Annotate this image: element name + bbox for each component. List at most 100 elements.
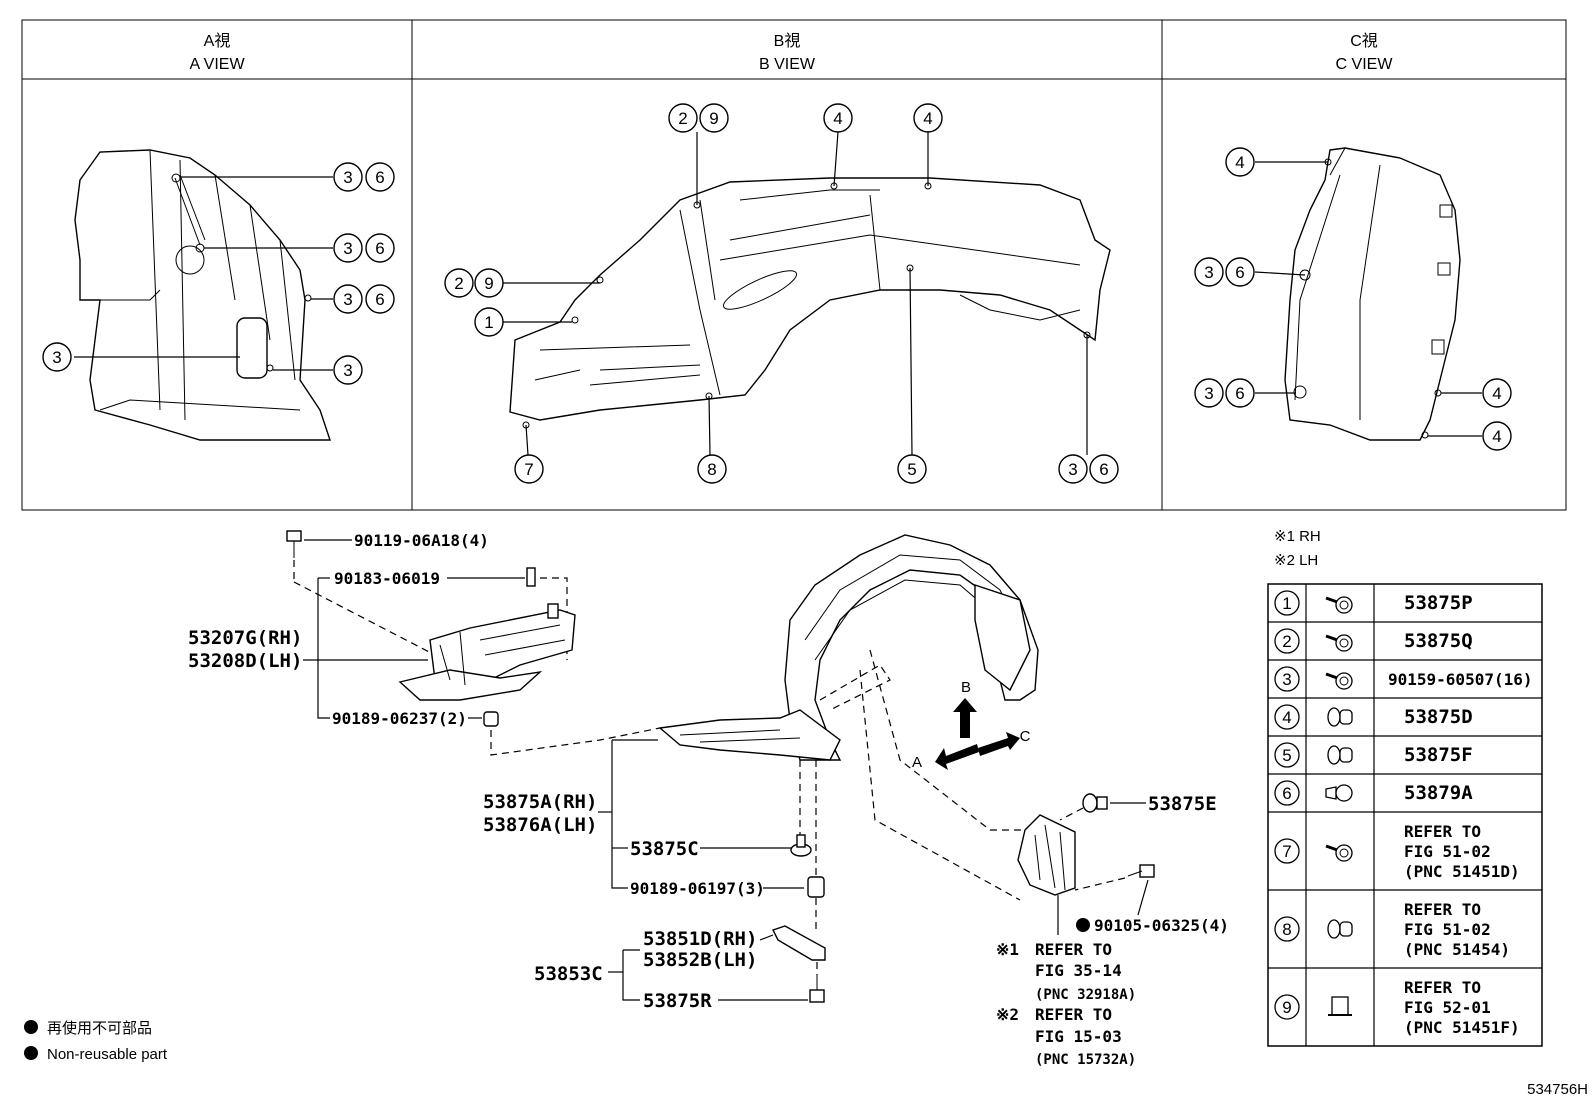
part-label: 90183-06019 [334,569,440,588]
ref-text: (PNC 32918A) [1035,987,1136,1003]
bracket-part [772,925,826,961]
part-label: 90105-06325(4) [1094,916,1229,935]
clip-icon [1327,707,1353,727]
c-view-en: C VIEW [1336,56,1394,73]
nut-clip-icon [1328,996,1352,1016]
splash-shield-part [1017,814,1076,896]
part-label: 53208D(LH) [188,650,302,672]
svg-text:3: 3 [1068,460,1077,479]
legend-num: 5 [1282,746,1291,765]
ref-mark: ※2 [996,1005,1019,1024]
clip-icon [1327,919,1353,939]
grommet-icon [807,876,825,898]
legend-code: 53875Q [1404,630,1473,652]
svg-text:4: 4 [923,109,932,128]
a-view-leaders [74,176,333,371]
b-view-drawing [509,177,1111,429]
callout-circle: 3 [1194,257,1224,287]
callout-circle: 2 [444,268,474,298]
svg-text:3: 3 [343,239,352,258]
c-view-jp: C視 [1350,32,1378,50]
callout-circle: 3 [1058,454,1088,484]
bolt-icon [286,530,302,558]
legend-code: 53875P [1404,592,1473,614]
legend-code: 53875D [1404,706,1473,728]
direction-arrows: B A C [912,679,1031,771]
ref-text: FIG 35-14 [1035,961,1122,980]
clip-icon [1082,793,1108,813]
legend-num-circle [1274,994,1300,1020]
part-labels: 90119-06A18(4) 90183-06019 53207G(RH) 53… [188,531,1229,1012]
exploded-view: B A C [286,530,1155,1003]
part-label: 90189-06197(3) [630,879,765,898]
svg-text:1: 1 [484,313,493,332]
legend-code: FIG 51-02 [1404,920,1491,939]
callout-circle: 3 [1194,378,1224,408]
clip-icon [526,567,536,587]
ref-text: REFER TO [1035,1005,1112,1024]
grommet-icon [483,711,499,727]
svg-text:3: 3 [343,168,352,187]
callout-circle: 2 [668,103,698,133]
part-label: 53851D(RH) [643,928,757,950]
legend-num: 7 [1282,842,1291,861]
svg-text:2: 2 [678,109,687,128]
legend-code: REFER TO [1404,978,1481,997]
callout-circle: 6 [365,284,395,314]
callout-circle: 4 [1225,147,1255,177]
air-duct-part [398,603,576,701]
svg-text:9: 9 [709,109,718,128]
legend-border [1267,583,1543,1047]
legend-code: FIG 51-02 [1404,842,1491,861]
refer-notes: ※1 REFER TO FIG 35-14 (PNC 32918A) ※2 RE… [996,940,1136,1068]
bullet-icon [24,1046,38,1060]
bolt-icon [1127,864,1155,878]
part-label: 90189-06237(2) [332,709,467,728]
callout-circle: 6 [365,162,395,192]
legend-num-circle [1274,704,1300,730]
legend-num: 4 [1282,708,1291,727]
non-reusable-en: Non-reusable part [47,1046,168,1063]
svg-text:3: 3 [343,290,352,309]
dir-c-label: C [1020,728,1031,745]
legend-row: 4 53875D [1268,697,1542,730]
svg-text:6: 6 [375,168,384,187]
svg-text:9: 9 [484,274,493,293]
legend-code: (PNC 51451F) [1404,1018,1520,1037]
callout-circle: 5 [897,454,927,484]
legend-num-circle [1274,838,1300,864]
svg-text:4: 4 [1492,427,1501,446]
fender-liner-part [658,534,1039,761]
legend-num-circle [1274,628,1300,654]
svg-text:5: 5 [907,460,916,479]
svg-text:6: 6 [1235,263,1244,282]
callout-circle: 7 [514,454,544,484]
part-label: 53875E [1148,793,1217,815]
callout-circle: 3 [333,162,363,192]
part-label: 53875C [630,838,699,860]
callout-circle: 9 [699,103,729,133]
svg-text:6: 6 [375,239,384,258]
view-headers: A視 A VIEW B視 B VIEW C視 C VIEW [189,32,1393,73]
legend-num: 9 [1282,998,1291,1017]
ref-text: FIG 15-03 [1035,1027,1122,1046]
callout-circle: 3 [333,284,363,314]
non-reusable-jp: 再使用不可部品 [47,1020,152,1037]
legend-num-circle [1274,916,1300,942]
legend-code: FIG 52-01 [1404,998,1491,1017]
legend-num: 8 [1282,920,1291,939]
legend-code: (PNC 51454) [1404,940,1510,959]
views-frame [21,19,1567,511]
legend-num-circle [1274,590,1300,616]
b-view-leaders [500,131,1088,456]
c-view-leaders [1254,161,1482,437]
legend-code: 53879A [1404,782,1473,804]
